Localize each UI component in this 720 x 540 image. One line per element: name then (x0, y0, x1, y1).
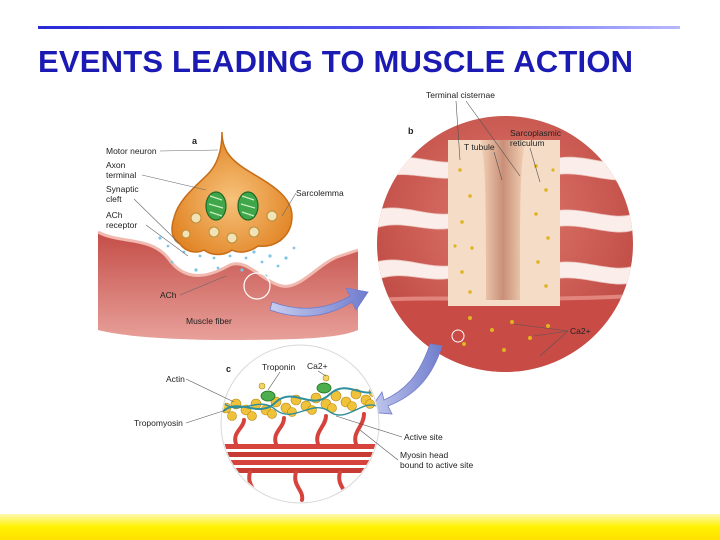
label-sr-2: reticulum (510, 138, 544, 148)
panel-c-letter: c (226, 364, 231, 374)
label-actin: Actin (166, 374, 185, 384)
calcium-released (462, 316, 550, 352)
calcium-in-sr (453, 164, 555, 294)
label-motor-neuron: Motor neuron (106, 146, 157, 156)
panel-b-labels: Terminal cisternae T tubule Sarcoplasmic… (426, 90, 591, 357)
label-axon-terminal-1: Axon (106, 160, 126, 170)
footer-band (0, 514, 720, 540)
label-myosin-head-2: bound to active site (400, 460, 474, 470)
label-ca-c: Ca2+ (307, 361, 328, 371)
myosin-filament (222, 444, 378, 473)
label-synaptic-cleft-2: cleft (106, 194, 122, 204)
label-active-site: Active site (404, 432, 443, 442)
label-ach-receptor-1: ACh (106, 210, 123, 220)
label-synaptic-cleft-1: Synaptic (106, 184, 139, 194)
label-muscle-fiber: Muscle fiber (186, 316, 232, 326)
label-ach: ACh (160, 290, 177, 300)
title-bar: EVENTS LEADING TO MUSCLE ACTION (0, 0, 720, 90)
label-ach-receptor-2: receptor (106, 220, 137, 230)
panel-c-actin-myosin: c Troponin Ca2+ Actin Tropomyosin Active… (134, 344, 474, 504)
label-tropomyosin: Tropomyosin (134, 418, 183, 428)
label-sarcolemma: Sarcolemma (296, 188, 344, 198)
slide-title: EVENTS LEADING TO MUSCLE ACTION (38, 44, 634, 79)
troponin-1 (260, 390, 276, 402)
panel-a-labels: Motor neuron Axon terminal Synaptic clef… (106, 146, 344, 326)
arrow-a-to-b (269, 287, 369, 317)
synaptic-vesicles (181, 210, 278, 244)
zoom-highlight-a (243, 272, 271, 300)
label-myosin-head-1: Myosin head (400, 450, 448, 460)
panel-c-labels: Troponin Ca2+ Actin Tropomyosin Active s… (134, 361, 474, 470)
label-ca-ion: Ca2+ (570, 326, 591, 336)
label-axon-terminal-2: terminal (106, 170, 136, 180)
panel-a-letter: a (192, 136, 198, 146)
mitochondria (205, 191, 259, 221)
tropomyosin-strand (222, 387, 378, 413)
panel-b-sarcoplasmic-reticulum: b Terminal cisternae T tubule Sarcoplasm… (374, 90, 636, 375)
label-t-tubule: T tubule (464, 142, 495, 152)
arrow-b-to-c (367, 343, 443, 415)
label-sr-1: Sarcoplasmic (510, 128, 562, 138)
title-rule (38, 26, 680, 29)
sarcolemma-membrane (97, 230, 359, 288)
troponin-2 (316, 382, 332, 394)
panel-b-letter: b (408, 126, 414, 136)
label-terminal-cisternae: Terminal cisternae (426, 90, 495, 100)
axon-terminal-shape (171, 131, 293, 256)
label-troponin: Troponin (262, 362, 296, 372)
